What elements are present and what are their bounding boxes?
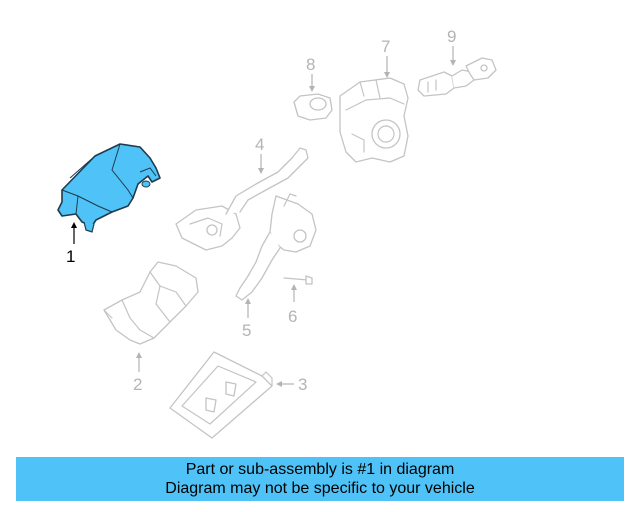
- callout-2[interactable]: 2: [133, 375, 142, 394]
- leader-arrow-9: [450, 60, 456, 66]
- leader-arrow-5: [245, 298, 251, 304]
- part-7-switch-housing[interactable]: [339, 77, 409, 163]
- callout-6[interactable]: 6: [288, 307, 297, 326]
- part-3-lower-panel[interactable]: [169, 351, 273, 439]
- part-2-lower-column-cover[interactable]: [103, 261, 199, 345]
- callout-1[interactable]: 1: [66, 247, 75, 266]
- callout-8[interactable]: 8: [306, 55, 315, 74]
- callout-4[interactable]: 4: [255, 135, 264, 154]
- leader-arrow-6: [291, 284, 297, 290]
- part-8-cylinder[interactable]: [293, 93, 333, 121]
- leader-arrow-8: [309, 86, 315, 92]
- part-5-headlamp-switch[interactable]: [235, 193, 317, 301]
- part-6-screw[interactable]: [283, 275, 313, 285]
- banner-disclaimer: Diagram may not be specific to your vehi…: [165, 480, 475, 497]
- leader-arrow-2: [136, 352, 142, 358]
- callout-5[interactable]: 5: [242, 321, 251, 340]
- callout-3[interactable]: 3: [298, 375, 307, 394]
- leader-arrow-4: [258, 168, 264, 174]
- part-1-upper-column-cover[interactable]: [57, 143, 161, 233]
- banner-part-message: Part or sub-assembly is #1 in diagram: [185, 461, 455, 478]
- part-9-lock-cylinder[interactable]: [417, 57, 497, 97]
- callout-7[interactable]: 7: [381, 37, 390, 56]
- leader-arrow-7: [384, 72, 390, 78]
- leader-arrow-1: [71, 222, 77, 228]
- leader-arrow-3: [276, 381, 282, 387]
- info-banner: Part or sub-assembly is #1 in diagram Di…: [16, 457, 624, 501]
- callout-9[interactable]: 9: [447, 27, 456, 46]
- part-4-multifunction-switch[interactable]: [175, 147, 309, 251]
